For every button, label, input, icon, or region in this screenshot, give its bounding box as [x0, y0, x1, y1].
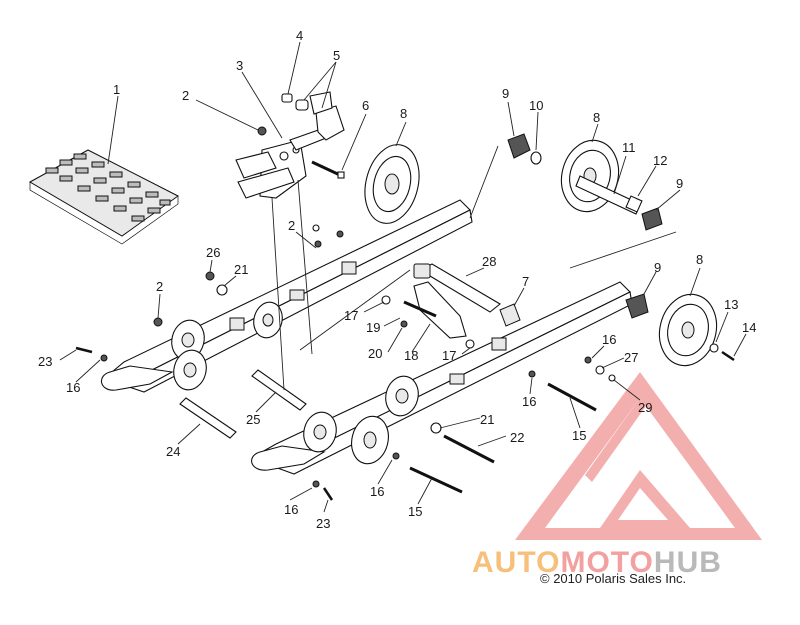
watermark-word-3: HUB [654, 546, 722, 579]
rear-axle-assembly [507, 133, 663, 231]
callout-22: 22 [510, 430, 524, 445]
copyright-notice: © 2010 Polaris Sales Inc. [540, 571, 686, 586]
callout-26: 26 [206, 245, 220, 260]
callout-20: 20 [368, 346, 382, 361]
bolt-6 [311, 160, 345, 179]
callout-21: 21 [234, 262, 248, 277]
watermark-word-1: AUTO [472, 546, 560, 579]
callouts: 1 2 3 4 5 6 8 9 10 8 11 12 9 2 26 21 2 2… [38, 28, 756, 531]
callout-8: 8 [593, 110, 600, 125]
callout-16: 16 [370, 484, 384, 499]
left-washers [153, 271, 228, 327]
callout-17: 17 [442, 348, 456, 363]
callout-27: 27 [624, 350, 638, 365]
callout-16: 16 [284, 502, 298, 517]
callout-6: 6 [362, 98, 369, 113]
watermark-word-2: MOTO [560, 546, 653, 579]
watermark-text: AUTOMOTOHUB [472, 546, 722, 579]
left-rail-wheels [171, 301, 283, 391]
callout-4: 4 [296, 28, 303, 43]
callout-2: 2 [288, 218, 295, 233]
callout-24: 24 [166, 444, 180, 459]
callout-7: 7 [522, 274, 529, 289]
callout-16: 16 [66, 380, 80, 395]
callout-28: 28 [482, 254, 496, 269]
callout-23: 23 [316, 516, 330, 531]
callout-16: 16 [522, 394, 536, 409]
right-rail-wheels [303, 293, 718, 465]
callout-8: 8 [696, 252, 703, 267]
callout-18: 18 [404, 348, 418, 363]
callout-8: 8 [400, 106, 407, 121]
callout-1: 1 [113, 82, 120, 97]
svg-text:AUTOMOTOHUB: AUTOMOTOHUB [472, 546, 722, 579]
callout-10: 10 [529, 98, 543, 113]
callout-11: 11 [622, 140, 636, 155]
callout-14: 14 [742, 320, 756, 335]
callout-9: 9 [502, 86, 509, 101]
middle-parts [381, 263, 521, 349]
track-part [28, 149, 179, 245]
callout-25: 25 [246, 412, 260, 427]
long-bolts [409, 370, 597, 494]
callout-17: 17 [344, 308, 358, 323]
leader-lines [59, 41, 747, 513]
callout-9: 9 [654, 260, 661, 275]
spacer-parts [281, 91, 345, 141]
callout-19: 19 [366, 320, 380, 335]
callout-15: 15 [572, 428, 586, 443]
callout-13: 13 [724, 297, 738, 312]
callout-3: 3 [236, 58, 243, 73]
callout-5: 5 [333, 48, 340, 63]
callout-2: 2 [156, 279, 163, 294]
callout-15: 15 [408, 504, 422, 519]
callout-23: 23 [38, 354, 52, 369]
callout-16: 16 [602, 332, 616, 347]
watermark-logo [515, 372, 762, 540]
callout-29: 29 [638, 400, 652, 415]
callout-9: 9 [676, 176, 683, 191]
cross-shafts [179, 369, 307, 439]
front-arm-bracket [235, 126, 327, 199]
callout-21: 21 [480, 412, 494, 427]
idler-wheel-top [364, 144, 420, 224]
callout-2: 2 [182, 88, 189, 103]
callout-12: 12 [653, 153, 667, 168]
